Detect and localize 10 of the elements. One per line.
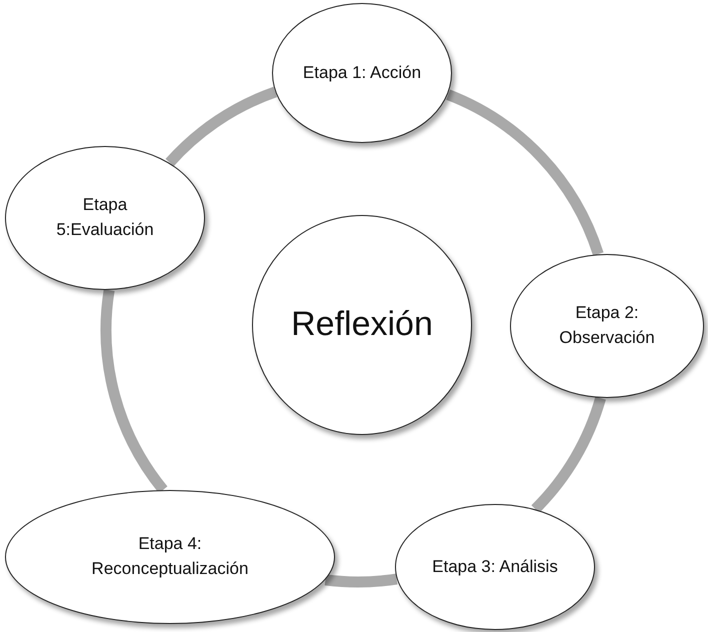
- ring-segment: [324, 574, 398, 588]
- stage-label: Etapa 4: Reconceptualización: [90, 533, 250, 580]
- stage-label: Etapa 5:Evaluación: [55, 194, 155, 241]
- stage-label: Etapa 2: Observación: [558, 302, 656, 349]
- ring-segment: [531, 396, 606, 513]
- stage-label: Etapa 3: Análisis: [432, 556, 558, 578]
- stage-label: Reflexión: [291, 304, 433, 346]
- ring-segment: [166, 86, 278, 166]
- stage-label: Etapa 1: Acción: [302, 62, 422, 84]
- ring-segment: [446, 90, 604, 256]
